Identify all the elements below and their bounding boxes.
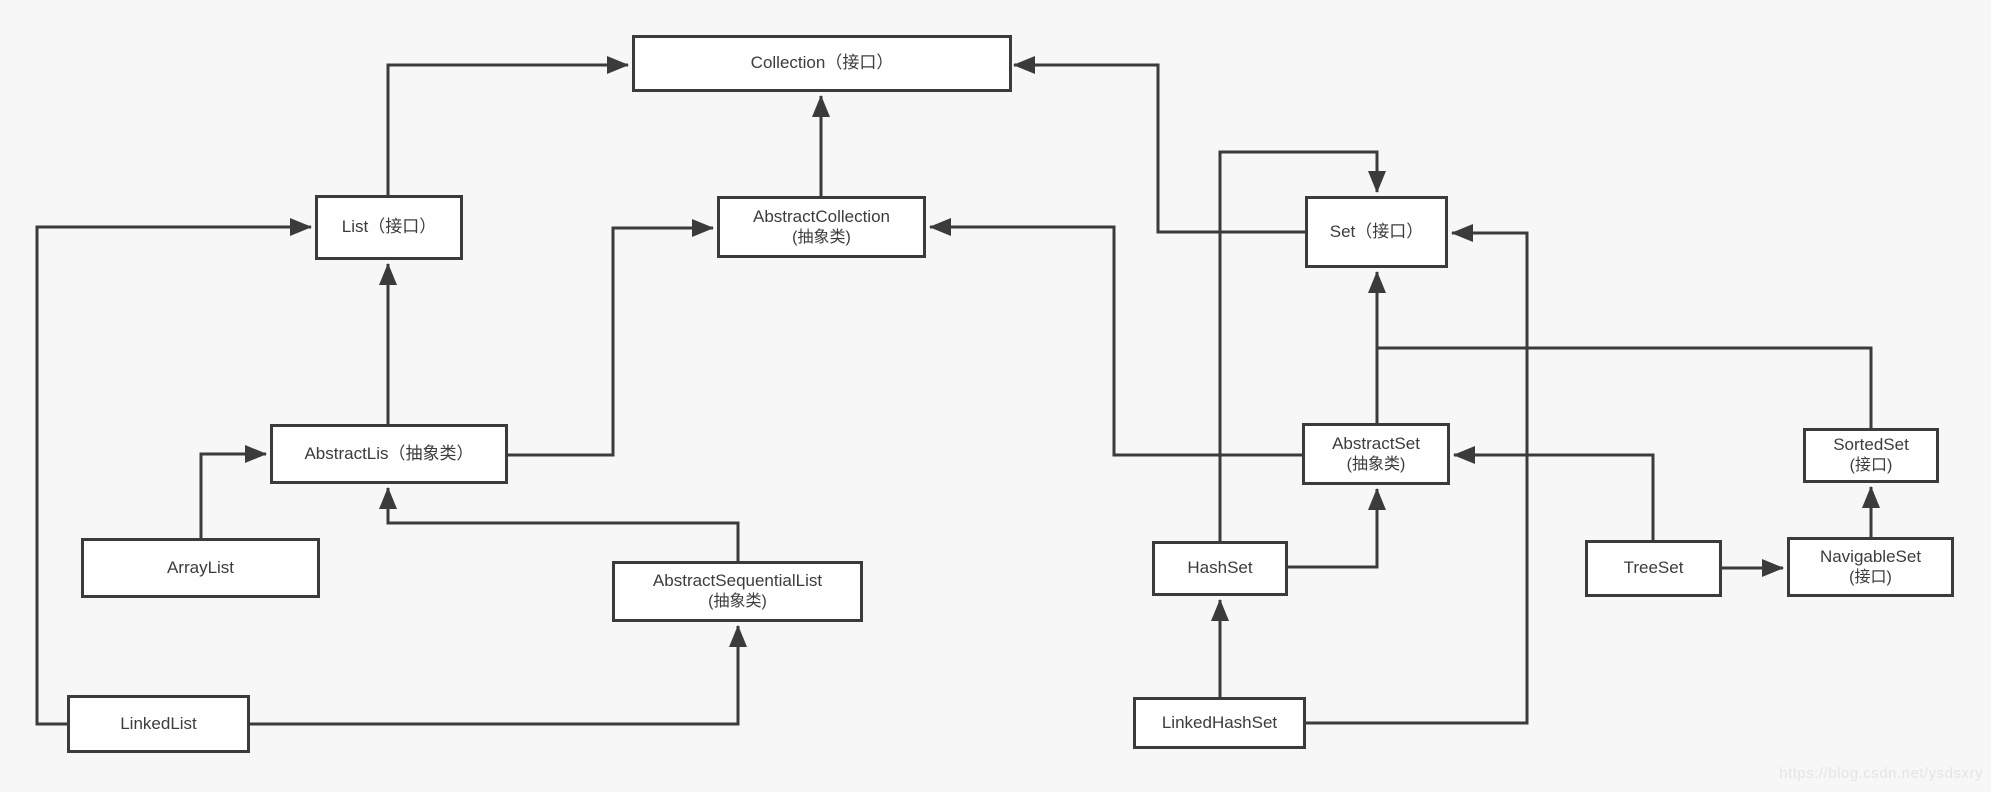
node-label: AbstractCollection <box>752 206 890 226</box>
csdn-watermark: https://blog.csdn.net/ysdsxry <box>1779 765 1983 782</box>
node-navigable-set: NavigableSet (接口) <box>1787 537 1954 597</box>
edge-sortedset-to-set-join <box>1377 346 1873 428</box>
node-sublabel: (接口) <box>1849 568 1892 586</box>
edge-hashset-to-set <box>1218 150 1386 541</box>
node-abstract-sequential-list: AbstractSequentialList (抽象类) <box>612 561 863 622</box>
edge-abstractlis-to-abstractcollection <box>508 219 714 457</box>
node-label: Collection（接口） <box>750 53 894 73</box>
edge-abstractsequentiallist-to-abstractlis <box>379 487 740 561</box>
node-label: Set（接口） <box>1329 221 1424 241</box>
node-sublabel: (抽象类) <box>708 593 767 611</box>
node-collection: Collection（接口） <box>632 35 1012 92</box>
edge-list-to-collection <box>386 56 629 195</box>
node-sublabel: (接口) <box>1849 457 1893 475</box>
edge-hashset-to-abstractset <box>1288 488 1386 569</box>
node-label: AbstractSet <box>1332 433 1420 453</box>
node-list: List（接口） <box>315 195 463 260</box>
node-sublabel: (抽象类) <box>1346 455 1406 473</box>
edge-linkedhashset-to-set <box>1306 224 1529 725</box>
node-label: ArrayList <box>166 557 235 577</box>
edge-linkedlist-to-list <box>35 218 312 726</box>
node-abstract-set: AbstractSet (抽象类) <box>1302 423 1450 485</box>
node-abstract-collection: AbstractCollection (抽象类) <box>717 196 926 258</box>
node-label: LinkedList <box>120 713 197 733</box>
node-sorted-set: SortedSet (接口) <box>1803 428 1939 483</box>
node-label: AbstractSequentialList <box>652 571 823 591</box>
node-tree-set: TreeSet <box>1585 540 1722 597</box>
node-sublabel: (抽象类) <box>792 228 851 246</box>
node-linked-list: LinkedList <box>67 695 250 753</box>
edge-linkedlist-to-abstractsequentiallist <box>250 625 747 726</box>
node-label: SortedSet <box>1833 435 1909 455</box>
node-array-list: ArrayList <box>81 538 320 598</box>
edge-set-to-collection <box>1013 56 1305 234</box>
node-label: HashSet <box>1187 558 1253 578</box>
node-label: TreeSet <box>1623 558 1684 578</box>
node-hash-set: HashSet <box>1152 541 1288 596</box>
edge-arraylist-to-abstractlis <box>199 445 267 538</box>
node-label: LinkedHashSet <box>1161 712 1278 732</box>
node-linked-hash-set: LinkedHashSet <box>1133 697 1306 749</box>
node-abstract-lis: AbstractLis（抽象类） <box>270 424 508 484</box>
edge-treeset-to-abstractset <box>1453 446 1655 540</box>
node-label: AbstractLis（抽象类） <box>304 443 474 463</box>
node-set: Set（接口） <box>1305 196 1448 268</box>
edge-abstractset-to-abstractcollection <box>929 218 1302 457</box>
node-label: NavigableSet <box>1819 546 1922 566</box>
node-label: List（接口） <box>341 217 437 237</box>
